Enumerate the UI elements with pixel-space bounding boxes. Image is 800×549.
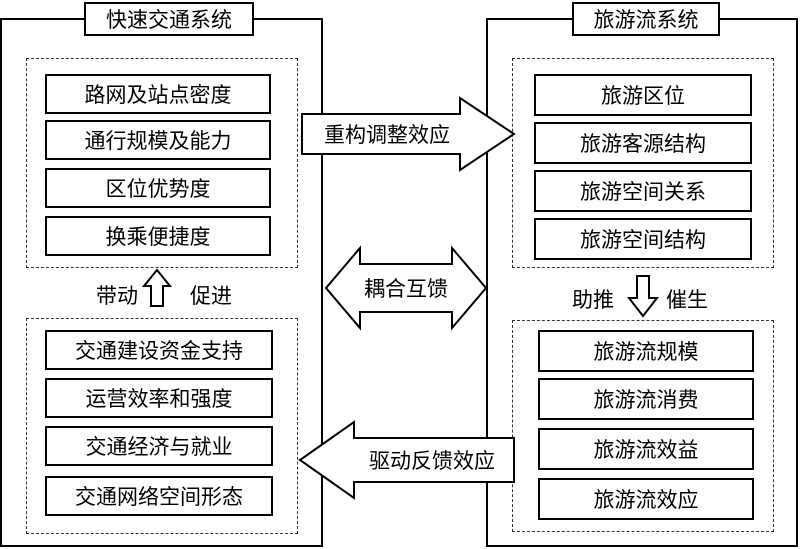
right-bottom-item: 旅游流消费 [538,378,754,420]
right-top-item: 旅游区位 [534,74,752,116]
left-top-group [26,58,298,268]
right-system-title: 旅游流系统 [572,2,720,36]
right-top-item: 旅游空间结构 [534,218,752,260]
left-bottom-item: 交通经济与就业 [45,426,273,466]
right-bottom-group [512,320,774,532]
up-arrow-left-label: 带动 [96,284,138,308]
left-top-item: 区位优势度 [45,168,271,208]
right-bottom-item: 旅游流效应 [538,478,754,520]
right-bottom-item: 旅游流效益 [538,428,754,470]
left-arrow-shape [298,420,515,500]
double-arrow-label: 耦合互馈 [364,277,448,301]
left-top-item: 换乘便捷度 [45,216,271,256]
right-arrow-label: 重构调整效应 [324,123,450,147]
left-bottom-item: 交通网络空间形态 [45,476,273,516]
down-arrow-left-label: 助推 [572,288,614,312]
left-bottom-item: 交通建设资金支持 [45,330,273,370]
right-top-group [512,58,774,268]
double-arrow-shape [324,245,488,331]
right-arrow-shape [301,96,516,172]
right-bottom-item: 旅游流规模 [538,330,754,372]
up-arrow-right-label: 促进 [190,284,232,308]
right-top-item: 旅游客源结构 [534,122,752,164]
left-arrow-label: 驱动反馈效应 [369,449,495,473]
left-bottom-item: 运营效率和强度 [45,378,273,418]
left-top-item: 路网及站点密度 [45,74,271,114]
left-bottom-group [26,318,298,534]
left-top-item: 通行规模及能力 [45,120,271,160]
left-system-title: 快速交通系统 [84,2,254,36]
right-top-item: 旅游空间关系 [534,170,752,212]
down-arrow-right-label: 催生 [666,288,708,312]
up-arrow-icon [141,268,173,307]
down-arrow-icon [626,275,660,318]
